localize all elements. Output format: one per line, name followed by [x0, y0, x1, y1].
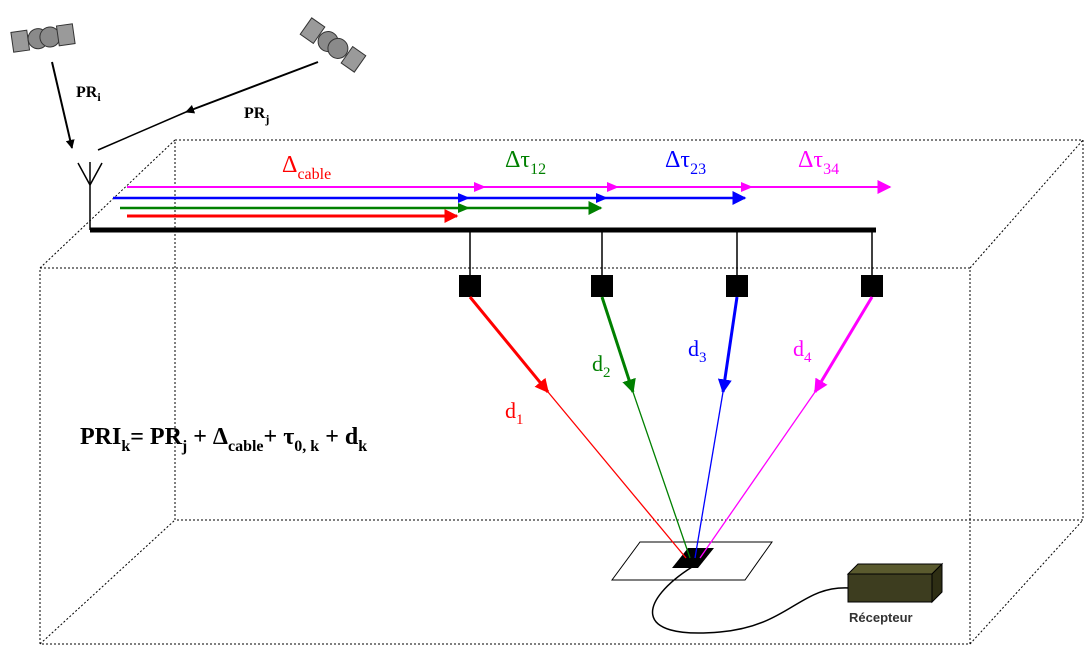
delay-segment-arrowheads	[458, 182, 753, 213]
label-delta-tau-34: Δτ34	[798, 147, 839, 178]
receiver-cable	[652, 566, 851, 634]
path-d3-arrow	[717, 296, 739, 394]
antenna-icon	[77, 162, 103, 230]
satellite-right-icon	[299, 17, 367, 73]
path-d2-arrow	[600, 296, 636, 394]
signal-line-pr-j	[97, 111, 187, 151]
label-d3: d3	[688, 336, 707, 366]
label-delta-tau-12: Δτ12	[505, 147, 546, 178]
label-delta-cable: Δcable	[282, 152, 331, 183]
pseudolite-1	[459, 275, 481, 297]
formula: PRIk= PRj + Δcable+ τ0, k + dk	[80, 424, 367, 455]
room-wireframe	[39, 139, 1084, 645]
receiver-box-icon	[846, 562, 944, 604]
signal-arrow-pr-j	[185, 61, 319, 114]
path-d2	[632, 391, 691, 559]
label-d1: d1	[505, 398, 524, 428]
label-delta-tau-23: Δτ23	[665, 147, 706, 178]
path-d4-arrow	[813, 296, 874, 394]
label-pr-j: PRj	[244, 105, 269, 126]
label-d2: d2	[592, 351, 611, 381]
path-d3	[694, 391, 724, 559]
pseudolite-drops	[469, 230, 873, 275]
satellite-left-icon	[10, 23, 76, 53]
path-d4	[699, 391, 816, 559]
label-pr-i: PRi	[76, 84, 101, 104]
signal-arrow-pr-i	[51, 61, 75, 149]
receiver-label: Récepteur	[849, 610, 913, 625]
path-d1	[547, 391, 687, 559]
path-d1-arrow	[468, 296, 550, 394]
pseudolite-4	[861, 275, 883, 297]
pseudolite-3	[726, 275, 748, 297]
label-d4: d4	[793, 336, 812, 366]
pseudolite-2	[591, 275, 613, 297]
